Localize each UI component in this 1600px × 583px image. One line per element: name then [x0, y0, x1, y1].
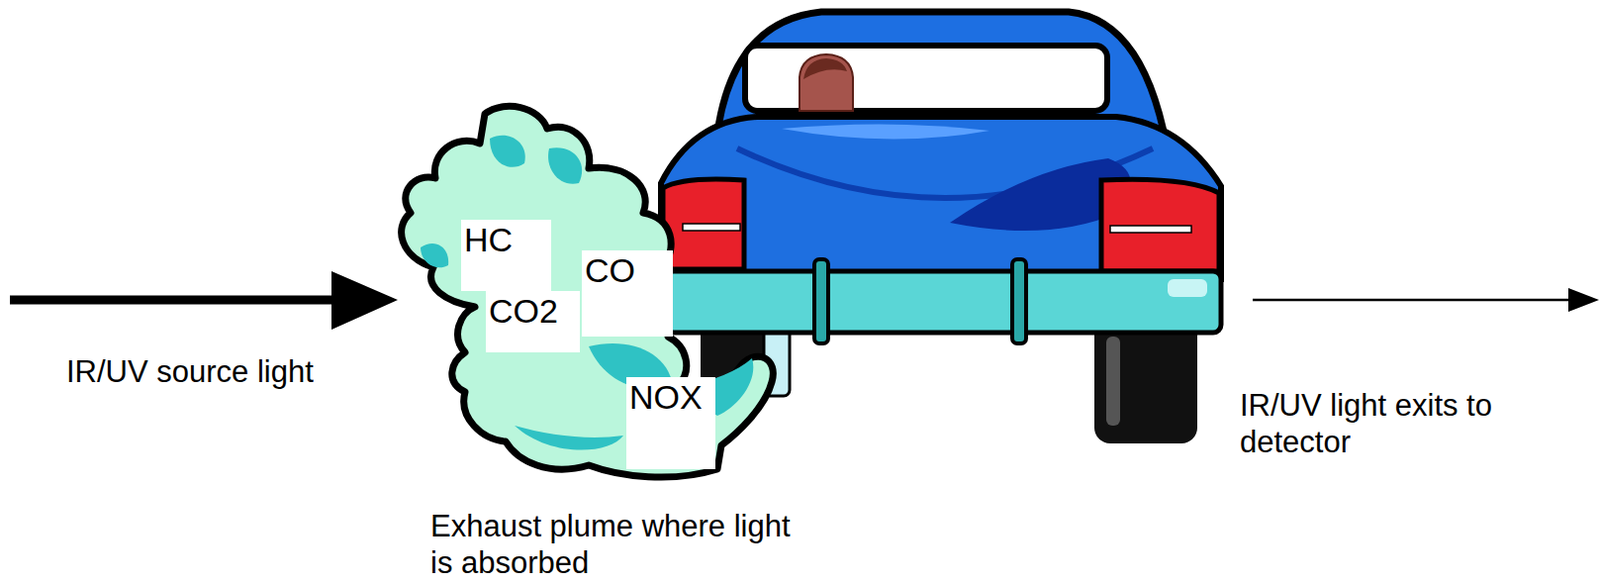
plume-caption: Exhaust plume where light is absorbed: [430, 508, 807, 581]
driver-head: [799, 54, 853, 111]
right-tire: [1094, 316, 1198, 444]
driver-hair: [803, 58, 848, 80]
plume-shade: [420, 243, 449, 268]
gas-name: NOX: [629, 378, 703, 416]
tire-highlight: [1106, 336, 1121, 426]
exit-arrow-shaft: [1252, 298, 1576, 302]
light-path-note: IR/UV light exits to detector: [1239, 387, 1600, 461]
source-arrow-shaft: [9, 295, 339, 305]
gas-box: HC: [461, 219, 552, 291]
rear-window: [745, 45, 1108, 111]
plume-shape: [401, 105, 774, 477]
gas-name: HC: [464, 221, 513, 259]
gas-box: CO: [581, 250, 673, 337]
right-taillight: [1101, 179, 1220, 272]
source-arrow-head: [331, 271, 398, 330]
plume-shade: [489, 135, 526, 168]
gas-box: CO2: [485, 290, 580, 353]
left-taillight: [662, 179, 745, 270]
gas-name: CO2: [488, 292, 559, 330]
bumper-guard: [814, 259, 829, 344]
exhaust-plume: Exhaust plume where light is absorbedHCC…: [390, 98, 807, 480]
plume-shade: [548, 147, 582, 185]
bumper-guard: [1012, 259, 1027, 344]
exit-arrow-head: [1568, 287, 1600, 312]
bumper-highlight: [1167, 279, 1208, 297]
gas-name: CO: [584, 252, 636, 289]
car-body: [660, 116, 1222, 280]
gas-box: NOX: [626, 376, 716, 470]
plume-shade: [514, 425, 624, 451]
bumper: [660, 271, 1222, 333]
left-taillight-strip: [682, 223, 741, 231]
trunk-highlight: [781, 123, 990, 139]
light-path-note: IR/UV source light: [66, 354, 314, 391]
right-taillight-strip: [1110, 225, 1192, 233]
